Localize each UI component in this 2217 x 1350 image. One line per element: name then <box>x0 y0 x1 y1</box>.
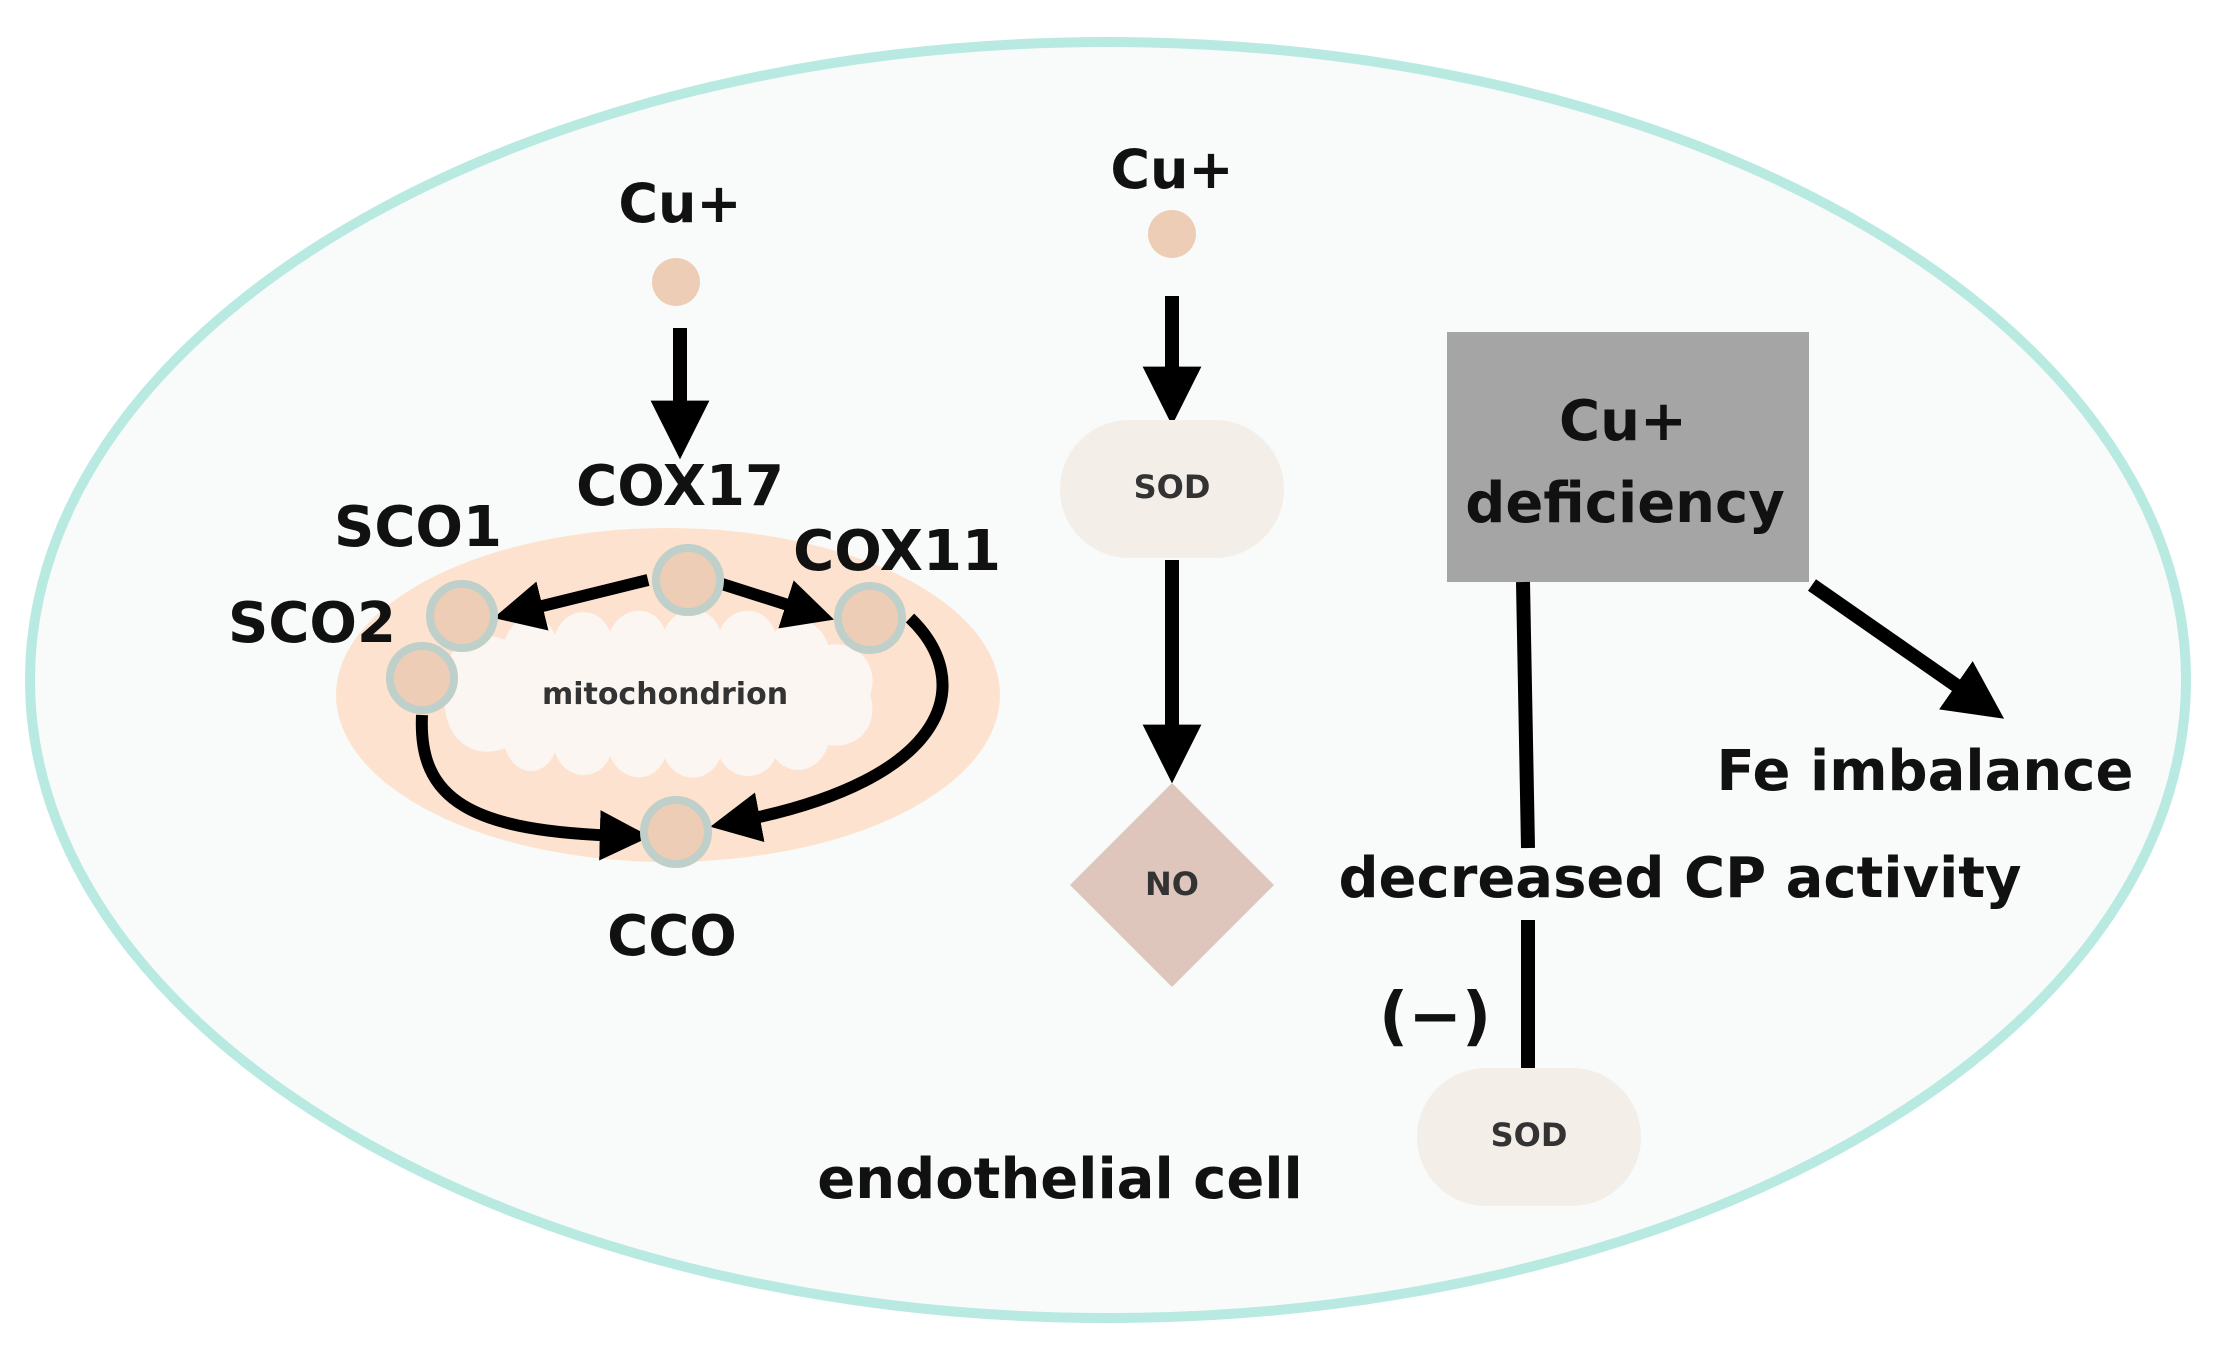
sod-node-right <box>1417 1068 1641 1206</box>
cox11-node <box>834 582 906 654</box>
middle-pathway: Cu+ SOD NO <box>1060 138 1284 987</box>
middle-copper-ion <box>1148 210 1196 258</box>
no-node <box>1070 783 1274 987</box>
cco-node <box>640 796 712 868</box>
mitochondrion-inner-cristae <box>444 609 873 778</box>
cell-label: endothelial cell <box>817 1147 1302 1212</box>
sco2-label: SCO2 <box>228 591 396 656</box>
cco-label: CCO <box>607 904 737 969</box>
sco1-node <box>426 580 498 652</box>
left-pathway-arrows <box>415 328 949 861</box>
arrow-cox17-to-cox11 <box>720 578 835 629</box>
sod-label-middle: SOD <box>1134 468 1211 506</box>
sod-label-right: SOD <box>1491 1116 1568 1154</box>
cox11-label: COX11 <box>793 519 1001 584</box>
left-copper-label: Cu+ <box>618 172 741 235</box>
arrow-sco2-to-cco <box>415 714 651 861</box>
cu-deficiency-line2: deficiency <box>1465 471 1785 536</box>
left-copper-ion <box>652 258 700 306</box>
sco1-label: SCO1 <box>334 495 502 560</box>
sod-node-middle <box>1060 420 1284 558</box>
middle-copper-label: Cu+ <box>1110 138 1233 201</box>
cox17-node <box>652 544 724 616</box>
fe-imbalance-label: Fe imbalance <box>1717 739 2134 804</box>
line-deficiency-to-cp <box>1516 581 1535 849</box>
arrow-deficiency-to-fe <box>1807 579 2005 719</box>
sco2-node <box>386 642 458 714</box>
cox17-label: COX17 <box>576 454 784 519</box>
arrow-cox11-to-cco <box>710 613 949 843</box>
no-label: NO <box>1145 865 1199 903</box>
arrow-cox17-to-sco1 <box>493 574 650 631</box>
cu-deficiency-box <box>1447 332 1809 582</box>
mitochondrion-label: mitochondrion <box>542 677 788 712</box>
right-pathway: Cu+ deficiency Fe imbalance decreased CP… <box>1338 332 2133 1206</box>
inhibition-label: (−) <box>1379 980 1491 1054</box>
cu-deficiency-line1: Cu+ <box>1559 389 1687 454</box>
decreased-cp-label: decreased CP activity <box>1338 846 2021 911</box>
